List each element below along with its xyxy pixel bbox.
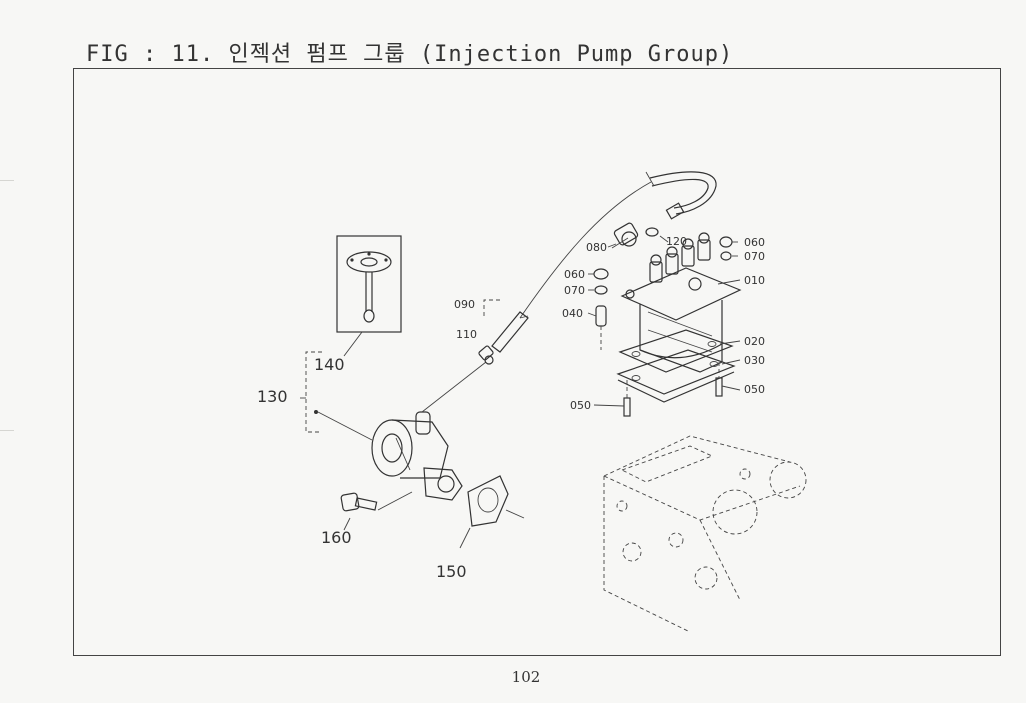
callout-010: 010 [744, 274, 765, 287]
group-130-bracket [305, 351, 322, 433]
page-number: 102 [511, 668, 541, 686]
banjo-bolt-080-drawing [611, 222, 639, 249]
callout-060-left: 060 [564, 268, 585, 281]
clip-110-drawing [478, 345, 494, 365]
callout-050-right: 050 [744, 383, 765, 396]
callout-060-right: 060 [744, 236, 765, 249]
callout-050-left: 050 [570, 399, 591, 412]
callout-160: 160 [321, 528, 352, 547]
callout-130: 130 [257, 387, 288, 406]
callout-020: 020 [744, 335, 765, 348]
nut-060-right-drawing [719, 236, 733, 248]
feed-pump-130-drawing [314, 361, 487, 501]
injection-pump-010-drawing [620, 232, 742, 373]
nut-060-left-drawing [593, 268, 609, 280]
callout-070-right: 070 [744, 250, 765, 263]
gasket-150-drawing [459, 475, 525, 549]
gasket-030-drawing [616, 349, 736, 403]
callout-090: 090 [454, 298, 475, 311]
nut-040-drawing [595, 305, 607, 350]
callout-110: 110 [456, 328, 477, 341]
stud-050-right-drawing [715, 362, 723, 397]
callout-070-left: 070 [564, 284, 585, 297]
callout-150: 150 [436, 562, 467, 581]
washer-120-drawing [645, 227, 669, 243]
washer-070-right-drawing [720, 251, 732, 261]
group-090-bracket [483, 299, 500, 316]
diagram-frame [73, 68, 1001, 656]
callout-140: 140 [314, 355, 345, 374]
fuel-hose-drawing [519, 171, 717, 319]
washer-070-left-drawing [594, 285, 608, 295]
bolt-160-drawing [340, 491, 413, 531]
leader-lines [300, 241, 741, 407]
figure-title: FIG : 11. 인젝션 펌프 그룹 (Injection Pump Grou… [86, 42, 734, 67]
callout-080: 080 [586, 241, 607, 254]
engine-block-drawing [603, 435, 807, 633]
hose-090-drawing [491, 311, 529, 353]
callout-040: 040 [562, 307, 583, 320]
stud-050-left-drawing [623, 380, 631, 417]
gasket-020-drawing [618, 329, 734, 373]
callout-120: 120 [666, 235, 687, 248]
scan-artifact [0, 430, 14, 431]
callout-030: 030 [744, 354, 765, 367]
part-140-inset-drawing [336, 235, 402, 357]
scan-artifact [0, 180, 14, 181]
